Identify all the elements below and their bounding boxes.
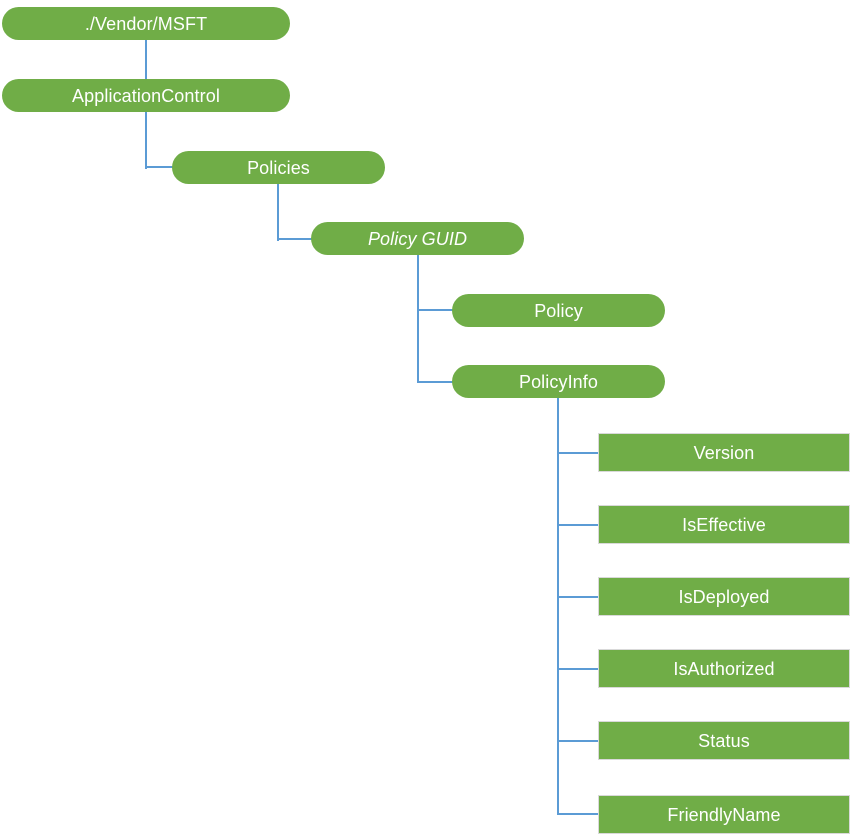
connector-policyguid-to-policyinfo [417,381,455,383]
node-policy-guid[interactable]: Policy GUID [311,222,524,255]
connector-policyguid-to-policy [417,309,455,311]
node-friendlyname[interactable]: FriendlyName [598,795,850,834]
node-iseffective[interactable]: IsEffective [598,505,850,544]
connector-policyinfo-trunk [557,397,559,815]
node-isauthorized[interactable]: IsAuthorized [598,649,850,688]
connector-policies-to-policyguid [277,238,313,240]
node-vendor-msft[interactable]: ./Vendor/MSFT [2,7,290,40]
node-policy[interactable]: Policy [452,294,665,327]
connector-policyinfo-to-iseffective [557,524,600,526]
connector-policyinfo-to-status [557,740,600,742]
connector-policies-vertical [277,183,279,241]
node-applicationcontrol[interactable]: ApplicationControl [2,79,290,112]
node-version[interactable]: Version [598,433,850,472]
connector-applicationcontrol-to-policies [145,166,175,168]
node-policies[interactable]: Policies [172,151,385,184]
connector-policyinfo-to-friendlyname [557,813,600,815]
node-status[interactable]: Status [598,721,850,760]
node-isdeployed[interactable]: IsDeployed [598,577,850,616]
connector-root-to-applicationcontrol [145,39,147,80]
node-policyinfo[interactable]: PolicyInfo [452,365,665,398]
connector-policyinfo-to-isauthorized [557,668,600,670]
connector-policyinfo-to-version [557,452,600,454]
connector-policyinfo-to-isdeployed [557,596,600,598]
connector-policyguid-trunk [417,255,419,383]
connector-applicationcontrol-vertical [145,111,147,169]
